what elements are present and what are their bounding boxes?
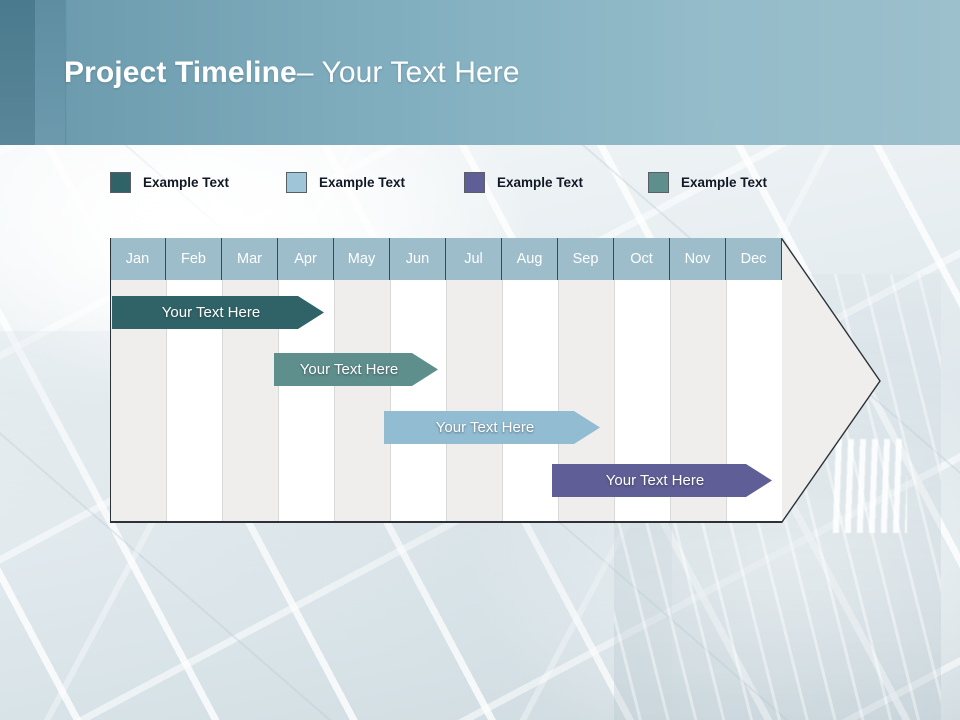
month-header-may[interactable]: May: [334, 238, 390, 280]
legend-label: Example Text: [319, 174, 406, 190]
timeline-bar[interactable]: Your Text Here: [274, 353, 438, 386]
month-header-jan[interactable]: Jan: [110, 238, 166, 280]
month-header-jun[interactable]: Jun: [390, 238, 446, 280]
grid-line: [222, 280, 223, 522]
grid-bottom-border: [110, 521, 782, 523]
page-title-rest: – Your Text Here: [296, 55, 520, 89]
month-header-dec[interactable]: Dec: [726, 238, 782, 280]
page-title: Project Timeline – Your Text Here: [64, 0, 520, 145]
grid-line: [334, 280, 335, 522]
legend-item: Example Text: [464, 168, 583, 196]
grid-line: [278, 280, 279, 522]
grid-line: [726, 280, 727, 522]
month-header-jul[interactable]: Jul: [446, 238, 502, 280]
legend-swatch-icon: [464, 171, 485, 193]
grid-line: [670, 280, 671, 522]
timeline-bar-label: Your Text Here: [605, 472, 705, 489]
timeline-bar[interactable]: Your Text Here: [384, 411, 600, 444]
month-column: [502, 238, 558, 522]
timeline-bar-label: Your Text Here: [161, 304, 261, 321]
timeline-bar-label: Your Text Here: [299, 361, 399, 378]
legend-item: Example Text: [286, 168, 405, 196]
title-banner: Project Timeline – Your Text Here: [0, 0, 960, 145]
grid-line: [390, 280, 391, 522]
banner-left-mid-band: [35, 0, 65, 145]
legend: Example Text Example Text Example Text Exam…: [0, 168, 960, 196]
legend-swatch-icon: [286, 171, 307, 193]
timeline-bar[interactable]: Your Text Here: [112, 296, 324, 329]
legend-swatch-icon: [110, 171, 131, 193]
grid-line: [614, 280, 615, 522]
legend-swatch-icon: [648, 171, 669, 193]
legend-item: Example Text: [110, 168, 229, 196]
grid-line: [446, 280, 447, 522]
month-header-feb[interactable]: Feb: [166, 238, 222, 280]
timeline-bar-label: Your Text Here: [435, 419, 535, 436]
month-column: [222, 238, 278, 522]
banner-left-dark-band: [0, 0, 35, 145]
month-header-nov[interactable]: Nov: [670, 238, 726, 280]
ceiling-lights: [830, 439, 908, 533]
month-column: [446, 238, 502, 522]
legend-label: Example Text: [143, 174, 230, 190]
legend-label: Example Text: [497, 174, 584, 190]
page-title-bold: Project Timeline: [64, 55, 297, 89]
month-header-aug[interactable]: Aug: [502, 238, 558, 280]
month-header-oct[interactable]: Oct: [614, 238, 670, 280]
grid-left-border: [110, 238, 111, 522]
month-header-sep[interactable]: Sep: [558, 238, 614, 280]
month-column: [166, 238, 222, 522]
month-header-apr[interactable]: Apr: [278, 238, 334, 280]
timeline-bar[interactable]: Your Text Here: [552, 464, 772, 497]
legend-item: Example Text: [648, 168, 767, 196]
grid-line: [166, 280, 167, 522]
month-header-mar[interactable]: Mar: [222, 238, 278, 280]
legend-label: Example Text: [681, 174, 768, 190]
month-column: [110, 238, 166, 522]
grid-line: [502, 280, 503, 522]
grid-line: [558, 280, 559, 522]
